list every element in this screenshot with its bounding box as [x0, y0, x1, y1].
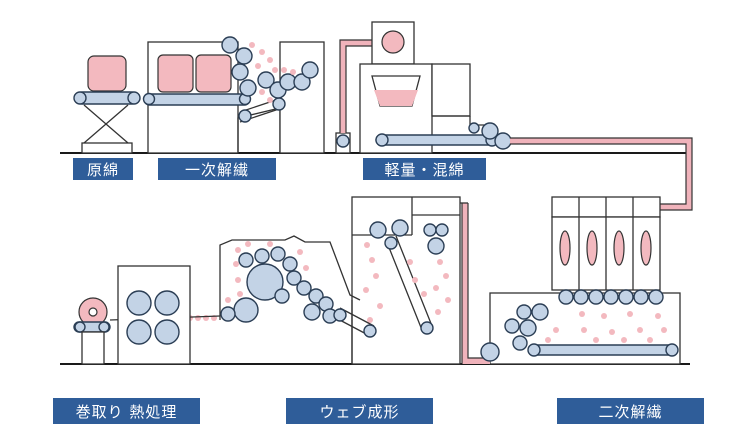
stage-label-weighing-mixing: 軽量・混綿 [363, 158, 486, 180]
raw-cotton-stand [73, 55, 141, 154]
stage-label-raw-cotton: 原綿 [73, 158, 133, 180]
primary-opening-machine [142, 36, 325, 154]
heat-treatment-machine [117, 265, 191, 365]
secondary-opening-machine [489, 196, 681, 365]
stage-label-winding-heat: 巻取り 熱処理 [53, 398, 200, 424]
stage-label-web-forming: ウェブ成形 [286, 398, 433, 424]
carding-machine [219, 235, 377, 364]
duct-secondary-to-web [461, 203, 500, 364]
stage-label-primary-opening: 一次解繊 [158, 158, 276, 180]
duct-weighing-to-secondary [510, 137, 693, 211]
winder [73, 297, 111, 365]
weighing-mixing-machine [359, 21, 512, 154]
duct-primary-to-weighing [335, 39, 372, 154]
web-forming-machine [351, 196, 468, 365]
stage-label-secondary-opening: 二次解繊 [557, 398, 704, 424]
